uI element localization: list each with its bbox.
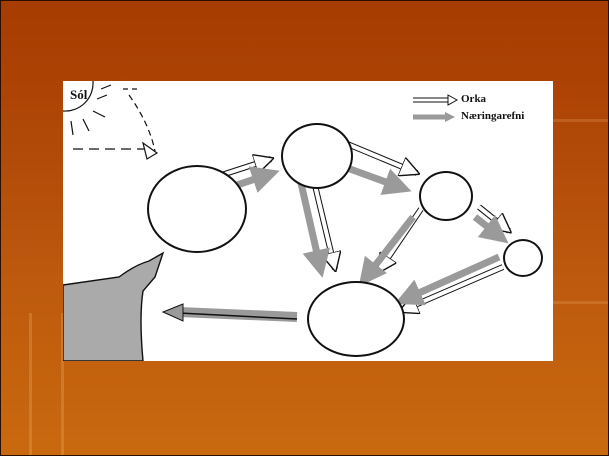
decorative-line xyxy=(546,119,608,122)
legend-nutrients-label: Næringarefni xyxy=(461,110,525,122)
legend-arrows xyxy=(413,94,459,122)
sun-label: Sól xyxy=(70,87,88,102)
node-producer xyxy=(147,165,247,253)
food-web-diagram: Sól Orka Næringarefni xyxy=(63,81,553,361)
diagram-graphics xyxy=(63,81,553,361)
decorative-line xyxy=(546,301,608,304)
soil-shape xyxy=(63,251,165,361)
node-herbivore xyxy=(281,123,353,189)
decorative-line xyxy=(29,313,32,455)
legend-energy-label: Orka xyxy=(461,93,487,105)
node-decomposer xyxy=(307,281,405,357)
sun-icon xyxy=(63,81,112,136)
return-arrow xyxy=(161,303,298,322)
node-top-consumer xyxy=(503,239,543,277)
node-carnivore xyxy=(419,171,473,221)
decorative-line xyxy=(61,313,64,455)
